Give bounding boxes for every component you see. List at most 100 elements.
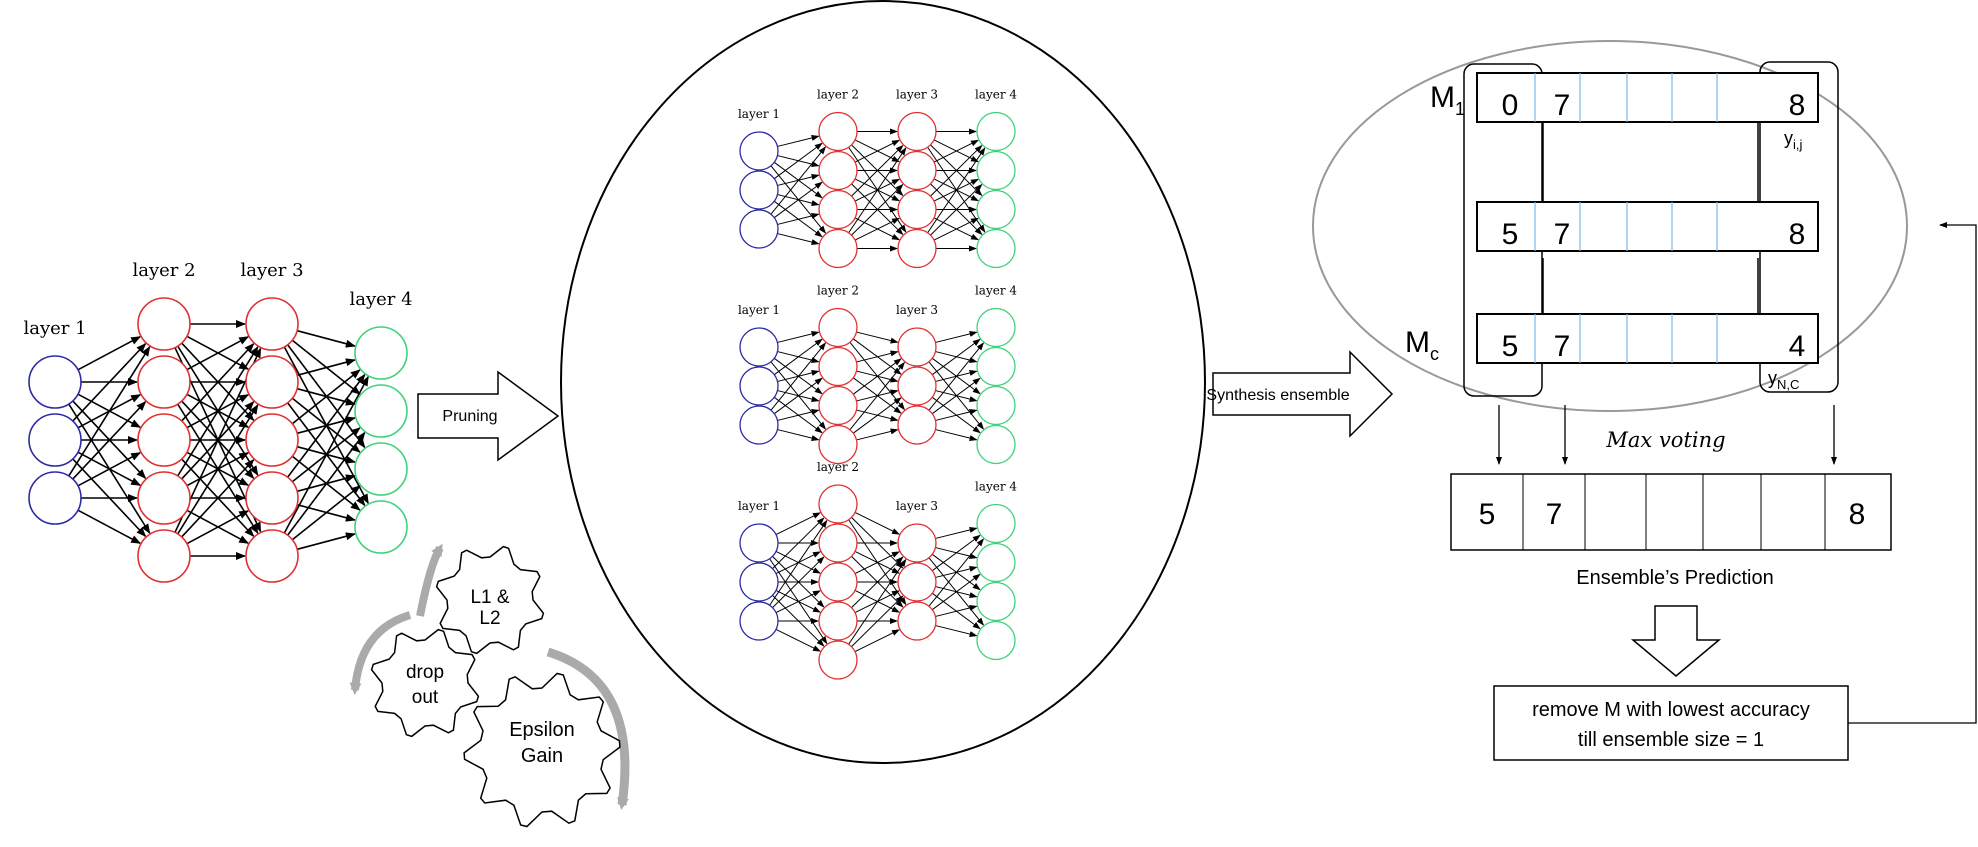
main-layer-label: layer 1 — [23, 318, 86, 339]
pruned-layer-label: layer 2 — [817, 284, 859, 298]
pruned-neuron — [739, 209, 779, 249]
pruning-arrow: Pruning — [417, 370, 560, 462]
gear-icon — [463, 672, 621, 828]
row-value-last: 8 — [1789, 218, 1806, 251]
pruned-neuron — [897, 366, 937, 406]
pruned-edge — [777, 135, 820, 147]
pruned-neuron — [976, 189, 1016, 230]
pruned-edge — [854, 139, 900, 163]
pruned-neuron — [739, 366, 779, 406]
main-neuron — [354, 326, 408, 380]
main-neuron — [137, 413, 191, 467]
prediction-value-last: 8 — [1849, 498, 1866, 531]
pruned-neuron — [897, 523, 937, 563]
main-edge — [77, 451, 142, 487]
main-edge — [177, 404, 259, 535]
dropout-line1: drop — [406, 662, 444, 683]
pruned-layer-label: layer 3 — [896, 499, 938, 513]
synthesis-arrow: Synthesis ensemble — [1206, 350, 1394, 438]
pruned-neuron — [897, 562, 937, 602]
pruned-neuron — [739, 601, 779, 641]
pruned-neuron — [976, 503, 1016, 544]
main-edge — [186, 510, 250, 545]
pruned-edge — [931, 377, 981, 415]
pruned-edge — [851, 183, 904, 236]
main-neuron — [354, 500, 408, 554]
prediction-label: Ensemble’s Prediction — [1576, 567, 1774, 589]
max-voting-label: Max voting — [1605, 428, 1725, 452]
main-edge — [181, 459, 255, 538]
pruned-networks-ellipse — [560, 0, 1206, 764]
pruned-neuron — [818, 346, 858, 387]
row-value-second: 7 — [1554, 218, 1571, 251]
pruned-neuron — [976, 111, 1016, 152]
down-hollow-arrow-icon — [1630, 605, 1722, 677]
main-neuron — [354, 384, 408, 438]
pruned-edge — [928, 538, 985, 607]
pruned-edge — [856, 428, 899, 441]
row-value-first: 5 — [1502, 218, 1519, 251]
epsilon-line1: Epsilon — [509, 719, 575, 741]
pruning-label: Pruning — [442, 408, 497, 425]
main-edge — [177, 346, 259, 477]
epsilon-gain-gear — [463, 672, 621, 828]
l1l2-line2: L2 — [479, 608, 500, 629]
pruned-layer-label: layer 4 — [975, 88, 1017, 102]
main-edge — [291, 369, 361, 425]
main-edge — [296, 358, 356, 377]
pruned-edge — [777, 409, 820, 421]
pruned-edge — [851, 144, 904, 197]
pruned-neuron — [818, 640, 858, 680]
gear-arrow-right-icon — [546, 647, 630, 810]
pruned-edge — [854, 217, 900, 241]
main-edge — [186, 336, 250, 371]
pruned-layer-label: layer 3 — [896, 303, 938, 317]
pruned-neuron — [897, 189, 937, 230]
remove-line1: remove M with lowest accuracy — [1532, 699, 1810, 721]
main-neuron — [28, 413, 82, 467]
pruned-edge — [770, 342, 827, 411]
pruned-edge — [856, 350, 899, 363]
pruned-edge — [777, 331, 820, 343]
pruned-layer-label: layer 4 — [975, 284, 1017, 298]
pruned-edge — [777, 429, 820, 441]
row-value-last: 4 — [1789, 330, 1806, 363]
prediction-box — [1450, 473, 1892, 551]
pruned-layer-label: layer 1 — [738, 107, 780, 121]
pruned-network-2: layer 1 layer 2 layer 3 layer 4 — [738, 284, 1017, 465]
pruned-edge — [856, 331, 899, 344]
synthesis-label: Synthesis ensemble — [1206, 387, 1349, 404]
main-edge — [72, 342, 147, 422]
pruned-neuron — [818, 111, 858, 152]
pruned-edge — [772, 517, 825, 570]
main-neuron — [28, 471, 82, 525]
dropout-gear — [370, 628, 480, 738]
row-value-second: 7 — [1554, 89, 1571, 122]
pruned-edge — [773, 377, 823, 415]
y-ij-label: yi,j — [1784, 128, 1803, 152]
model-row — [1476, 72, 1819, 123]
model-row — [1476, 201, 1819, 252]
pruned-edge — [935, 605, 978, 617]
pruned-neuron — [818, 228, 858, 269]
pruned-layer-label: layer 1 — [738, 303, 780, 317]
model-row — [1476, 313, 1819, 364]
pruned-neuron — [897, 228, 937, 269]
main-edge — [77, 335, 142, 371]
dropout-line2: out — [412, 687, 439, 708]
pruned-neuron — [818, 385, 858, 426]
pruned-layer-label: layer 2 — [817, 88, 859, 102]
pruned-edge — [852, 397, 902, 434]
pruned-edge — [935, 409, 978, 421]
pruned-neuron — [739, 327, 779, 367]
main-layer-label: layer 4 — [349, 289, 412, 310]
pruned-neuron — [976, 385, 1016, 426]
pruned-edge — [928, 342, 985, 411]
pruned-neuron — [976, 424, 1016, 465]
pruned-edge — [933, 217, 979, 241]
pruned-edge — [773, 142, 823, 180]
pruned-edge — [773, 338, 823, 376]
